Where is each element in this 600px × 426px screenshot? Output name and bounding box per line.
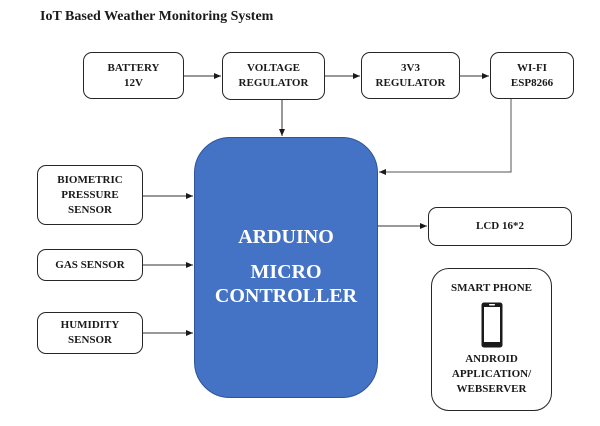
smartphone-label-line3: WEBSERVER xyxy=(456,383,527,395)
humidity-sensor-block: HUMIDITY SENSOR xyxy=(37,312,143,354)
regulator-3v3-label-line2: REGULATOR xyxy=(375,76,446,89)
mcu-label-line3: CONTROLLER xyxy=(214,285,358,307)
battery-label-line2: 12V xyxy=(124,76,143,89)
biometric-label-line2: PRESSURE xyxy=(61,188,119,201)
mcu-label-lines: MICRO CONTROLLER xyxy=(195,260,377,308)
mcu-label-line1: ARDUINO xyxy=(238,226,334,248)
lcd-label: LCD 16*2 xyxy=(476,220,524,232)
smartphone-icon xyxy=(481,302,503,348)
arrow-wifi-to-mcu xyxy=(379,99,512,175)
wifi-label-line1: WI-FI xyxy=(517,61,547,74)
humidity-label-line1: HUMIDITY xyxy=(60,319,120,331)
smartphone-label-line1: ANDROID xyxy=(465,353,518,365)
voltage-regulator-label-line2: REGULATOR xyxy=(238,77,309,89)
mcu-label-line2: MICRO xyxy=(250,261,322,283)
regulator-3v3-label-line1: 3V3 xyxy=(401,61,420,74)
wifi-block: WI-FI ESP8266 xyxy=(490,52,574,99)
gas-sensor-label: GAS SENSOR xyxy=(55,258,125,271)
battery-label-line1: BATTERY xyxy=(107,61,160,74)
voltage-regulator-block: VOLTAGE REGULATOR xyxy=(222,52,325,100)
biometric-pressure-sensor-block: BIOMETRIC PRESSURE SENSOR xyxy=(37,165,143,225)
smartphone-label-line2: APPLICATION/ xyxy=(451,368,532,380)
smartphone-header: SMART PHONE xyxy=(450,282,532,294)
biometric-label-line1: BIOMETRIC xyxy=(57,173,123,186)
arduino-microcontroller-block: ARDUINO MICRO CONTROLLER xyxy=(194,137,378,398)
biometric-label-line3: SENSOR xyxy=(67,203,113,216)
voltage-regulator-label-line1: VOLTAGE xyxy=(247,62,300,74)
regulator-3v3-block: 3V3 REGULATOR xyxy=(361,52,460,99)
smartphone-labels: ANDROID APPLICATION/ WEBSERVER xyxy=(432,352,551,397)
battery-block: BATTERY 12V xyxy=(83,52,184,99)
lcd-block: LCD 16*2 xyxy=(428,207,572,246)
diagram-title: IoT Based Weather Monitoring System xyxy=(40,9,274,24)
smartphone-block: SMART PHONE ANDROID APPLICATION/ WEBSERV… xyxy=(431,268,552,411)
wifi-label-line2: ESP8266 xyxy=(510,76,554,89)
humidity-label-line2: SENSOR xyxy=(67,334,113,346)
gas-sensor-block: GAS SENSOR xyxy=(37,249,143,281)
